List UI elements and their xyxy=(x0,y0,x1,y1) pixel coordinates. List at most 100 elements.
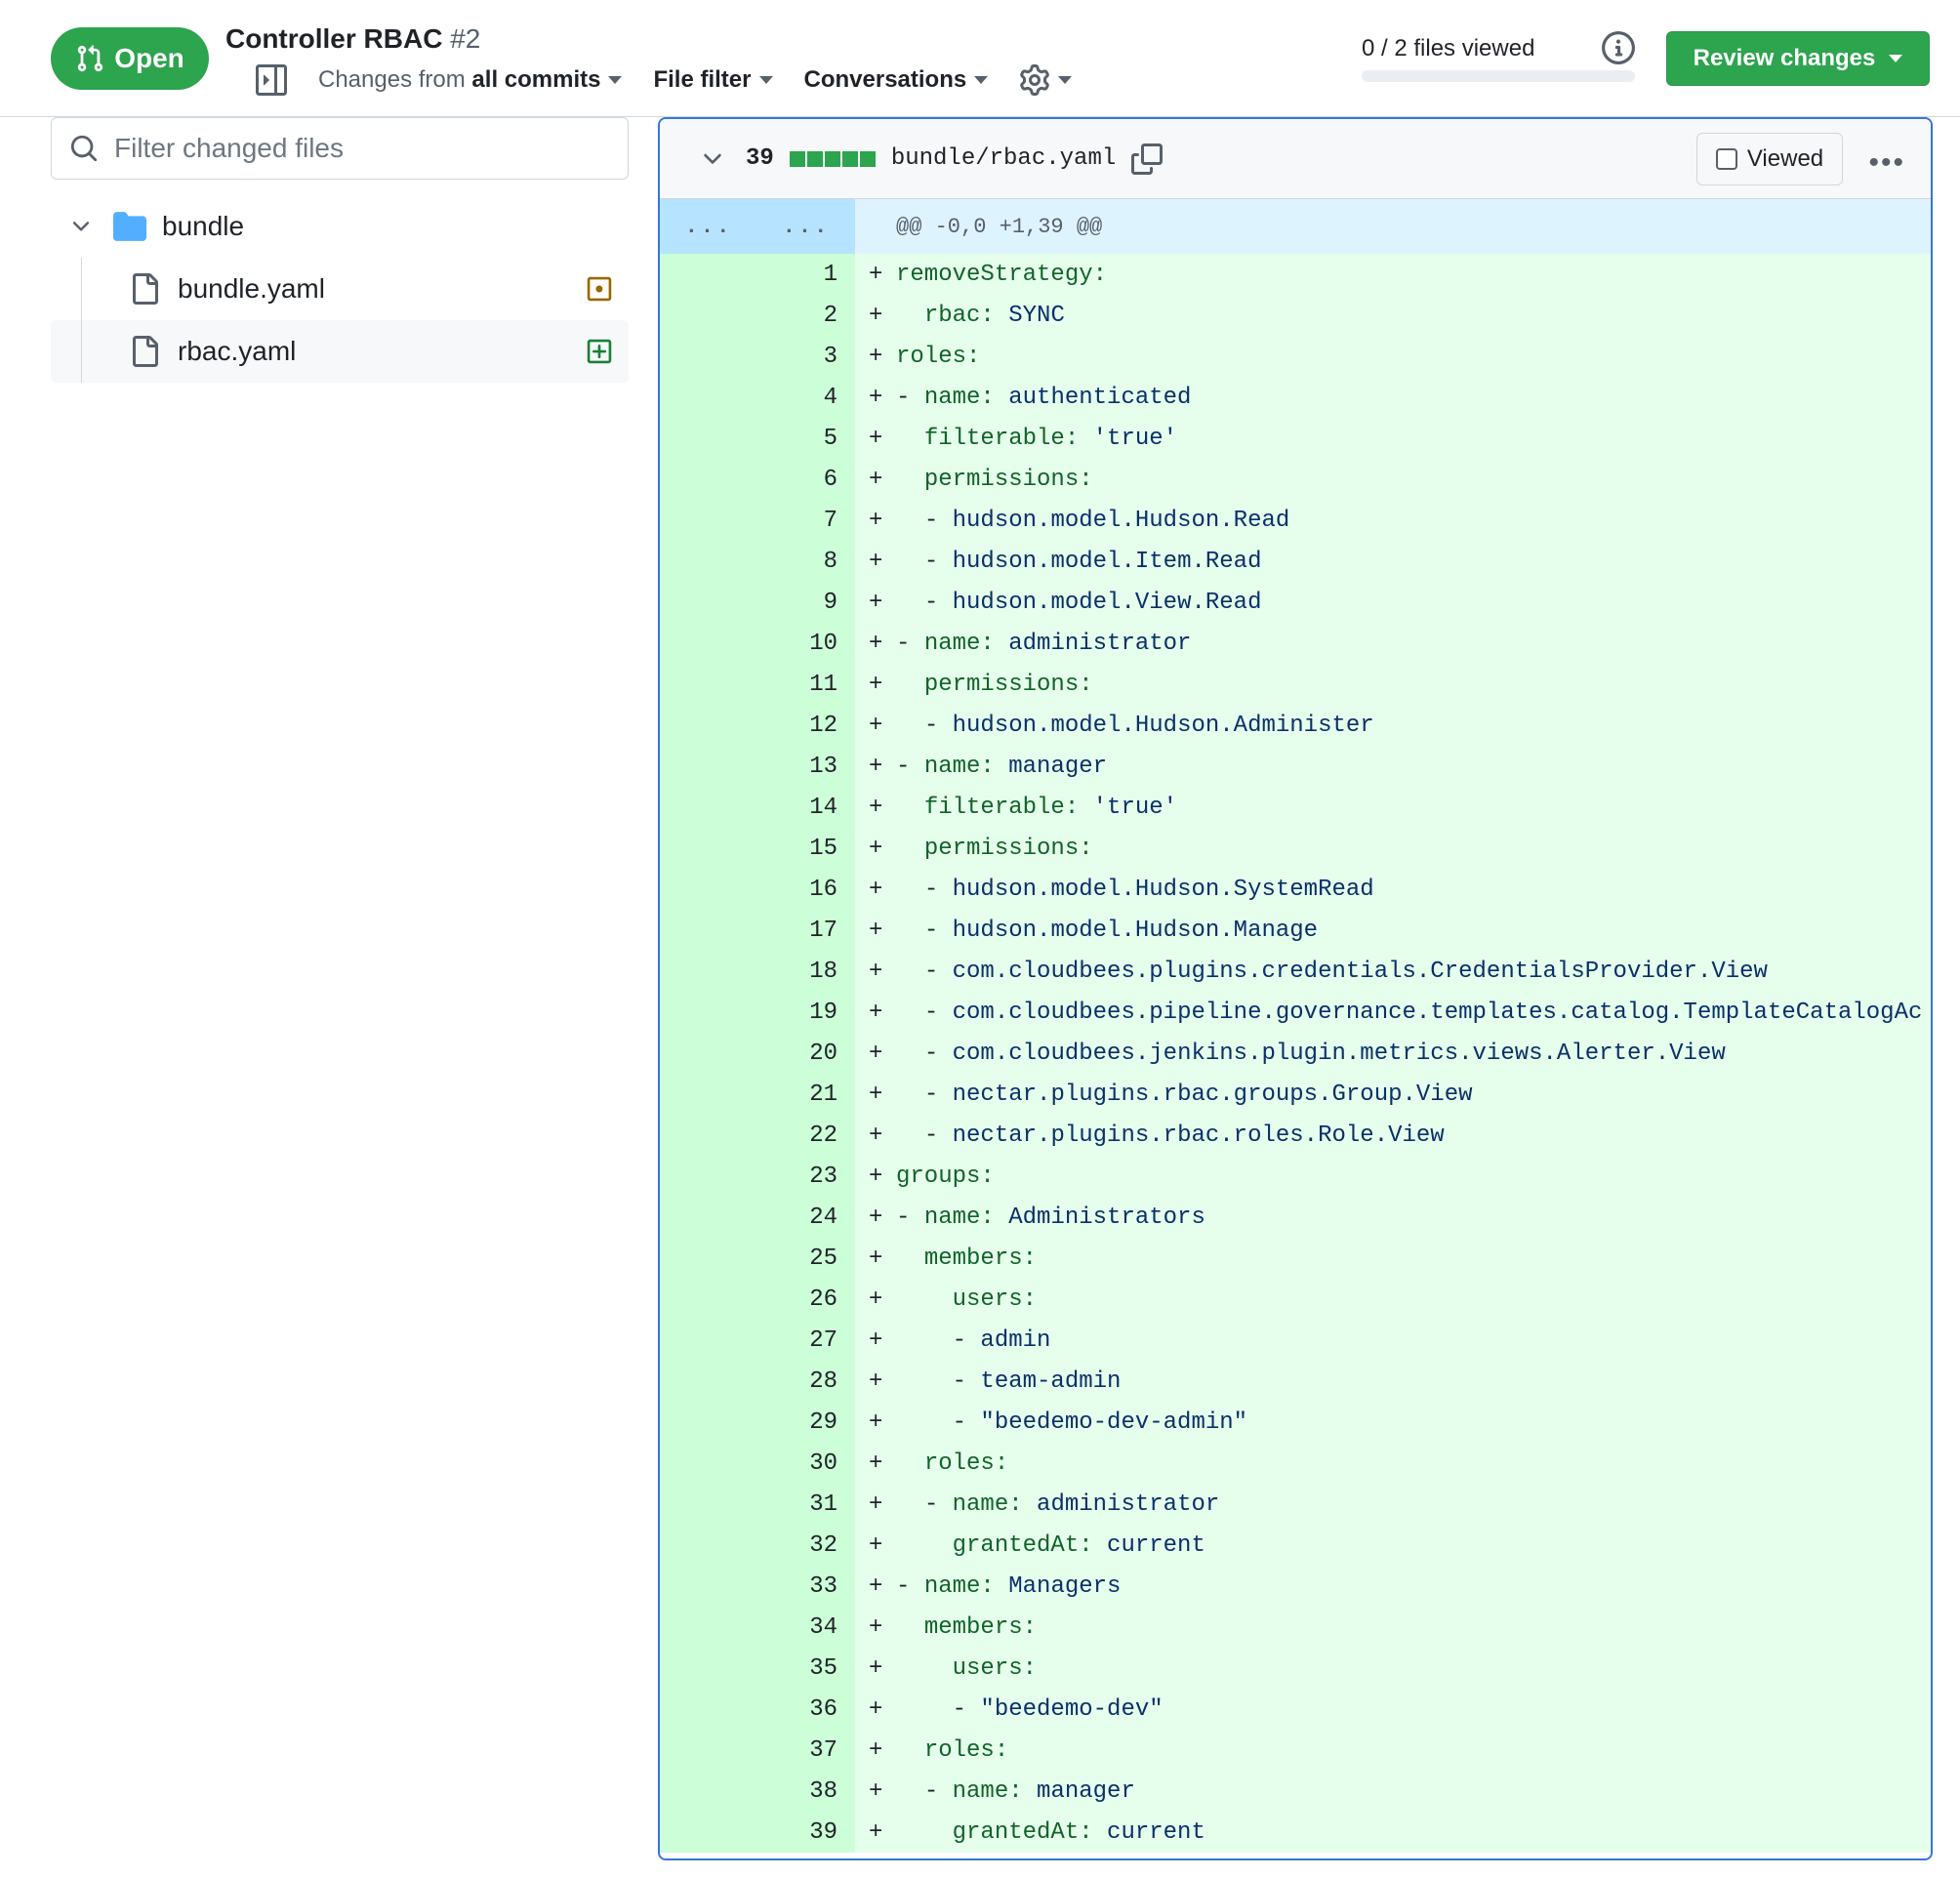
yaml-value: com.cloudbees.plugins.credentials.Creden… xyxy=(952,958,1768,985)
line-number[interactable]: 34 xyxy=(660,1607,855,1648)
line-number[interactable]: 7 xyxy=(660,500,855,541)
line-number[interactable]: 22 xyxy=(660,1115,855,1156)
list-dash: - xyxy=(896,384,924,411)
yaml-value: Administrators xyxy=(994,1204,1205,1231)
line-number[interactable]: 32 xyxy=(660,1525,855,1566)
diff-line: 37+ roles: xyxy=(660,1730,1931,1771)
diff-line: 38+ - name: manager xyxy=(660,1771,1931,1812)
diff-line: 33+- name: Managers xyxy=(660,1566,1931,1607)
line-code: - name: Managers xyxy=(886,1573,1121,1600)
diff-line: 11+ permissions: xyxy=(660,664,1931,705)
line-code: - name: Administrators xyxy=(886,1204,1205,1231)
info-icon[interactable] xyxy=(1602,31,1635,69)
line-number[interactable]: 36 xyxy=(660,1689,855,1730)
diff-file-name[interactable]: bundle/rbac.yaml xyxy=(890,145,1117,172)
line-code: members: xyxy=(886,1614,1037,1641)
list-dash: - xyxy=(923,1490,953,1518)
pr-header: Open Controller RBAC #2 Changes from all… xyxy=(0,0,1960,117)
review-changes-button[interactable]: Review changes xyxy=(1666,31,1930,86)
filter-files-input[interactable] xyxy=(112,132,581,165)
line-number[interactable]: 24 xyxy=(660,1197,855,1238)
yaml-key: permissions: xyxy=(923,466,1093,493)
line-number[interactable]: 2 xyxy=(660,295,855,336)
line-number[interactable]: 39 xyxy=(660,1812,855,1853)
line-number[interactable]: 37 xyxy=(660,1730,855,1771)
line-number[interactable]: 14 xyxy=(660,787,855,828)
line-number[interactable]: 5 xyxy=(660,418,855,459)
added-marker: + xyxy=(869,343,883,370)
yaml-value: manager xyxy=(1022,1777,1135,1805)
indent xyxy=(896,590,924,616)
added-marker: + xyxy=(869,507,883,534)
line-number[interactable]: 9 xyxy=(660,582,855,623)
added-marker: + xyxy=(869,1736,883,1764)
line-number[interactable]: 21 xyxy=(660,1074,855,1115)
indent xyxy=(896,1082,924,1108)
line-number[interactable]: 4 xyxy=(660,377,855,418)
line-number[interactable]: 17 xyxy=(660,910,855,951)
line-number[interactable]: 18 xyxy=(660,951,855,992)
indent xyxy=(896,426,924,452)
file-filter-dropdown[interactable]: File filter xyxy=(653,66,773,94)
yaml-value: Managers xyxy=(994,1572,1122,1600)
toggle-file-tree-button[interactable] xyxy=(256,64,287,96)
line-number[interactable]: 8 xyxy=(660,541,855,582)
line-number[interactable]: 6 xyxy=(660,459,855,500)
list-dash: - xyxy=(923,712,953,739)
line-number[interactable]: 30 xyxy=(660,1443,855,1484)
line-number[interactable]: 16 xyxy=(660,869,855,910)
line-number[interactable]: 20 xyxy=(660,1033,855,1074)
line-code: - hudson.model.Hudson.Read xyxy=(886,508,1289,534)
line-number[interactable]: 23 xyxy=(660,1156,855,1197)
tree-file-rbac-yaml[interactable]: rbac.yaml xyxy=(51,320,629,383)
line-number[interactable]: 33 xyxy=(660,1566,855,1607)
line-number[interactable]: 31 xyxy=(660,1484,855,1525)
line-number[interactable]: 25 xyxy=(660,1238,855,1279)
line-number[interactable]: 27 xyxy=(660,1320,855,1361)
line-number[interactable]: 29 xyxy=(660,1402,855,1443)
copy-icon[interactable] xyxy=(1131,143,1164,175)
changes-from-value: all commits xyxy=(471,66,601,93)
viewed-checkbox-button[interactable]: Viewed xyxy=(1696,133,1843,185)
tree-folder-label: bundle xyxy=(162,211,245,241)
yaml-value: "beedemo-dev-admin" xyxy=(980,1408,1248,1436)
yaml-value: hudson.model.Hudson.Administer xyxy=(952,712,1374,739)
line-number[interactable]: 35 xyxy=(660,1648,855,1689)
diff-toolbar: Changes from all commits File filter Con… xyxy=(256,61,1103,100)
conversations-dropdown[interactable]: Conversations xyxy=(804,66,989,94)
line-number[interactable]: 12 xyxy=(660,705,855,746)
indent xyxy=(896,1245,924,1272)
diff-line: 17+ - hudson.model.Hudson.Manage xyxy=(660,910,1931,951)
line-number[interactable]: 11 xyxy=(660,664,855,705)
kebab-horizontal-icon[interactable]: ••• xyxy=(1868,146,1905,179)
hunk-expand-gutter[interactable]: ... ... xyxy=(660,199,855,254)
line-number[interactable]: 19 xyxy=(660,992,855,1033)
viewed-checkbox[interactable] xyxy=(1715,148,1737,170)
yaml-key: users: xyxy=(952,1286,1038,1313)
indent xyxy=(896,1409,953,1436)
search-icon xyxy=(70,135,98,162)
list-dash: - xyxy=(923,1777,953,1805)
line-number[interactable]: 15 xyxy=(660,828,855,869)
list-dash: - xyxy=(923,876,953,903)
line-number[interactable]: 28 xyxy=(660,1361,855,1402)
file-diff: 39 bundle/rbac.yaml Viewed ••• ... ... @… xyxy=(658,117,1933,1860)
diff-settings-button[interactable] xyxy=(1019,64,1073,96)
line-number[interactable]: 3 xyxy=(660,336,855,377)
diff-line-count: 39 xyxy=(746,145,774,172)
tree-file-bundle-yaml[interactable]: bundle.yaml xyxy=(51,258,629,320)
diff-line: 23+groups: xyxy=(660,1156,1931,1197)
line-number[interactable]: 1 xyxy=(660,254,855,295)
line-number[interactable]: 26 xyxy=(660,1279,855,1320)
line-code: - hudson.model.Hudson.SystemRead xyxy=(886,877,1374,903)
tree-folder-bundle[interactable]: bundle xyxy=(51,195,629,258)
chevron-down-icon[interactable] xyxy=(699,145,726,173)
line-number[interactable]: 10 xyxy=(660,623,855,664)
line-number[interactable]: 38 xyxy=(660,1771,855,1812)
list-dash: - xyxy=(896,1204,924,1231)
diffstat-block xyxy=(841,150,858,167)
line-number[interactable]: 13 xyxy=(660,746,855,787)
hunk-right-marker: ... xyxy=(782,214,831,239)
changes-from-dropdown[interactable]: Changes from all commits xyxy=(318,66,623,94)
diff-line: 28+ - team-admin xyxy=(660,1361,1931,1402)
